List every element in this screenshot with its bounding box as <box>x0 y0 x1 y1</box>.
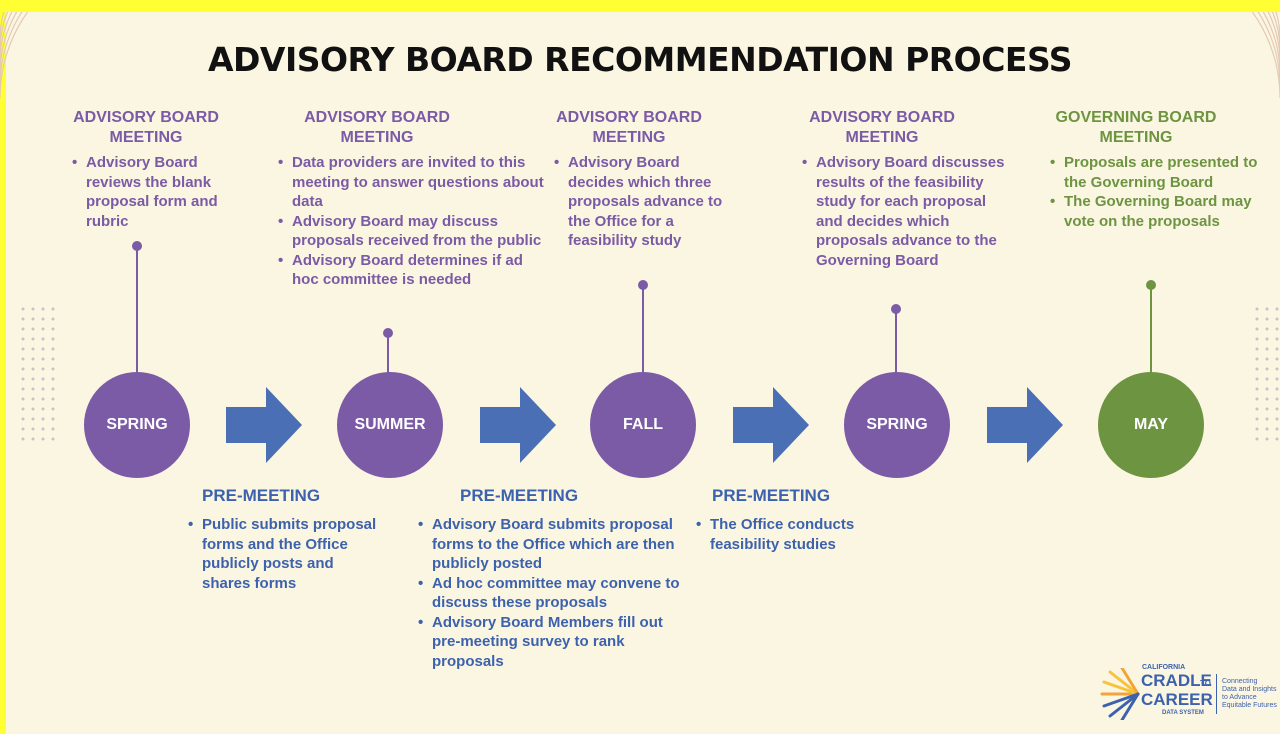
stage-3-stem <box>642 285 644 385</box>
pre-meeting-3-bullets: The Office conducts feasibility studies <box>694 515 910 554</box>
season-circle-spring: SPRING <box>84 372 190 478</box>
stage-5-bullets: Proposals are presented to the Governing… <box>1048 153 1264 231</box>
stage-1-bullet: Advisory Board reviews the blank proposa… <box>72 153 246 231</box>
stage-2-bullet: Data providers are invited to this meeti… <box>278 153 544 212</box>
stage-4-bullets: Advisory Board discusses results of the … <box>800 153 1006 270</box>
pre-meeting-2-bullet: Ad hoc committee may convene to discuss … <box>418 574 692 613</box>
season-label: MAY <box>1133 416 1169 433</box>
stage-2-bullet: Advisory Board may discuss proposals rec… <box>278 212 544 251</box>
stage-2-bullet: Advisory Board determines if ad hoc comm… <box>278 251 544 290</box>
stage-2-stem <box>387 333 389 383</box>
pre-meeting-1-bullet: Public submits proposal forms and the Of… <box>188 515 380 593</box>
pre-meeting-2-bullets: Advisory Board submits proposal forms to… <box>416 515 692 671</box>
pre-meeting-1-bullets: Public submits proposal forms and the Of… <box>186 515 380 593</box>
top-left-arc-decoration <box>0 12 29 99</box>
stage-5-bullet: The Governing Board may vote on the prop… <box>1050 192 1264 231</box>
logo-divider <box>1216 674 1217 714</box>
stage-1-stem <box>136 246 138 386</box>
stage-4-heading: ADVISORY BOARD MEETING <box>809 109 955 146</box>
left-edge <box>0 12 6 734</box>
sunburst-icon <box>1100 668 1140 720</box>
season-label: SPRING <box>106 416 168 433</box>
stage-3-bullet: Advisory Board decides which three propo… <box>554 153 728 251</box>
left-dot-pattern <box>18 304 58 444</box>
pre-meeting-3-bullet: The Office conducts feasibility studies <box>696 515 910 554</box>
stage-4-stem <box>895 309 897 385</box>
stage-1-bullets: Advisory Board reviews the blank proposa… <box>70 153 246 231</box>
arrow-right-icon <box>733 387 809 463</box>
stage-5-stem <box>1150 285 1152 385</box>
logo-tagline-line: to Advance <box>1222 694 1257 701</box>
pre-meeting-2-bullet: Advisory Board Members fill out pre-meet… <box>418 613 692 672</box>
logo-data-system: DATA SYSTEM <box>1162 710 1204 716</box>
season-circle-may: MAY <box>1098 372 1204 478</box>
logo-tagline: Connecting Data and Insights to Advance … <box>1222 678 1277 710</box>
season-circle-spring-2: SPRING <box>844 372 950 478</box>
stage-4-bullet: Advisory Board discusses results of the … <box>802 153 1006 270</box>
stage-3-bullets: Advisory Board decides which three propo… <box>552 153 728 251</box>
logo-career: CAREER <box>1141 690 1213 709</box>
stage-5-bullet: Proposals are presented to the Governing… <box>1050 153 1264 192</box>
logo-california: CALIFORNIA <box>1142 664 1186 671</box>
season-circle-summer: SUMMER <box>337 372 443 478</box>
arrow-right-icon <box>480 387 556 463</box>
season-circle-fall: FALL <box>590 372 696 478</box>
logo-tagline-line: Data and Insights <box>1222 686 1277 693</box>
right-dot-pattern <box>1252 304 1280 444</box>
cradle-to-career-logo: CALIFORNIA CRADLE TO CAREER DATA SYSTEM … <box>1098 664 1278 726</box>
pre-meeting-3-heading: PRE-MEETING <box>712 486 831 505</box>
logo-cradle: CRADLE <box>1141 671 1212 690</box>
stage-1-heading: ADVISORY BOARD MEETING <box>73 109 219 146</box>
stage-5-heading: GOVERNING BOARD MEETING <box>1055 109 1217 146</box>
logo-to: TO <box>1200 679 1211 688</box>
pre-meeting-1-heading: PRE-MEETING <box>202 486 321 505</box>
pre-meeting-2-heading: PRE-MEETING <box>460 486 579 505</box>
arrow-right-icon <box>226 387 302 463</box>
season-label: SUMMER <box>354 416 426 433</box>
stage-2-heading: ADVISORY BOARD MEETING <box>304 109 450 146</box>
slide: ADVISORY BOARD RECOMMENDATION PROCESS AD… <box>0 12 1280 734</box>
logo-tagline-line: Equitable Futures <box>1222 702 1277 709</box>
stage-2-bullets: Data providers are invited to this meeti… <box>276 153 544 290</box>
page-title: ADVISORY BOARD RECOMMENDATION PROCESS <box>207 40 1073 79</box>
arrow-right-icon <box>987 387 1063 463</box>
season-label: FALL <box>623 416 663 433</box>
pre-meeting-2-bullet: Advisory Board submits proposal forms to… <box>418 515 692 574</box>
stage-3-heading: ADVISORY BOARD MEETING <box>556 109 702 146</box>
season-label: SPRING <box>866 416 928 433</box>
top-right-arc-decoration <box>1251 12 1280 99</box>
logo-tagline-line: Connecting <box>1222 678 1258 685</box>
